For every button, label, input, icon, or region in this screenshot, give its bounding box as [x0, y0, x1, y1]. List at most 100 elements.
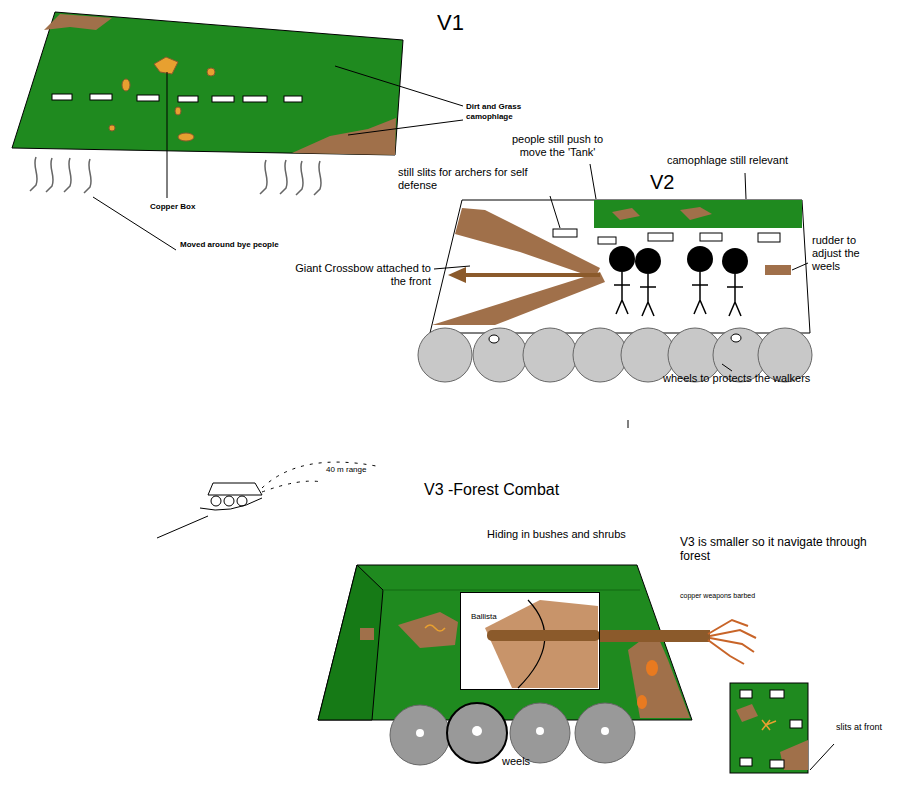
v3-wheels: [536, 727, 544, 735]
copper-box: [122, 79, 130, 91]
walker-figure: [609, 246, 635, 272]
ballista: [487, 630, 600, 641]
v1-legs: [280, 160, 287, 194]
note-label: still slits for archers for self defense: [398, 166, 548, 192]
note-label: camophlage still relevant: [667, 154, 788, 167]
note-label: V2: [650, 170, 674, 194]
walker-figure: [722, 248, 748, 274]
v3-body: [646, 660, 658, 676]
v3-body: [398, 612, 458, 648]
range-sketch: [157, 462, 376, 538]
range-sketch: [262, 481, 322, 492]
v3-body: [318, 565, 692, 720]
leader-line: [434, 266, 470, 269]
front-view: [730, 683, 808, 773]
leader-line: [792, 263, 808, 270]
giant-crossbow: [464, 273, 600, 277]
front-view: [790, 720, 802, 728]
leader-line: [745, 173, 746, 199]
v1-slits: [137, 95, 159, 101]
v2-wheels: [731, 334, 741, 342]
note-label: V3 -Forest Combat: [424, 480, 559, 499]
front-view: [770, 690, 784, 698]
leader-line: [722, 364, 732, 371]
leader-line: [434, 164, 808, 428]
copper-box: [207, 68, 215, 76]
walker-figure: [635, 248, 661, 274]
v2-wheels: [573, 328, 627, 382]
front-view: [740, 758, 752, 766]
note-label: Moved around bye people: [180, 240, 279, 250]
v2-slits: [648, 233, 673, 241]
v1-legs: [30, 157, 321, 195]
v3-body: [425, 625, 445, 631]
leader-line: [810, 744, 834, 770]
note-label: Giant Crossbow attached to the front: [283, 262, 431, 288]
v3-body: [318, 565, 692, 720]
copper-box: [175, 107, 181, 115]
ballista-box: Ballista: [460, 592, 600, 690]
barbed-spear: [600, 620, 756, 664]
giant-crossbow: [448, 267, 466, 283]
v3-wheels: [447, 703, 507, 763]
note-label: Hiding in bushes and shrubs: [487, 528, 626, 541]
v2-slits: [553, 229, 780, 244]
v1-slits: [178, 96, 198, 102]
copper-box: [178, 133, 194, 141]
range-sketch: [262, 462, 376, 488]
v1-slits: [212, 96, 234, 102]
v2-body: [612, 208, 640, 220]
walker-figure: [640, 274, 656, 316]
v2-body: [430, 200, 810, 333]
v3-wheels: [390, 705, 450, 765]
v2-wheels: [489, 335, 499, 343]
v2-wheels: [418, 328, 472, 382]
note-label: Copper Box: [150, 202, 195, 212]
barbed-spear: [710, 630, 756, 638]
note-label: 40 m range: [326, 465, 366, 475]
walker-figure: [727, 274, 743, 316]
v1-legs: [84, 159, 91, 193]
range-sketch: [237, 496, 247, 506]
leader-line: [590, 164, 596, 199]
v1-legs: [30, 157, 37, 191]
v1-slits: [52, 94, 302, 102]
v2-body: [594, 200, 802, 228]
range-sketch: [208, 483, 262, 495]
v1-body: [12, 12, 403, 155]
v1-legs: [46, 158, 53, 192]
leader-line: [335, 66, 463, 106]
ballista: [460, 592, 600, 690]
v3-wheels: [601, 727, 609, 735]
v1-body: [12, 12, 403, 155]
leader-line: [628, 420, 629, 428]
v3-wheels: [472, 726, 482, 736]
note-label: V3 is smaller so it navigate through for…: [680, 535, 880, 564]
v1-slits: [243, 96, 267, 102]
note-label: slits at front: [836, 722, 882, 733]
copper-box: [154, 57, 178, 74]
leader-line: [810, 744, 834, 770]
front-view: [730, 683, 808, 773]
v3-body: [360, 628, 374, 640]
note-label: Dirt and Grass camophlage: [466, 102, 534, 121]
ballista: [518, 600, 545, 688]
v1-body: [292, 118, 396, 155]
v1-legs: [296, 161, 303, 195]
ballista: [485, 600, 598, 688]
range-sketch: [211, 496, 221, 506]
v2-body: [430, 200, 810, 333]
v2-slits: [700, 233, 722, 241]
walker-figure: [609, 246, 748, 316]
front-view: [740, 690, 752, 698]
note-label: copper weapons barbed: [680, 592, 755, 600]
v1-slits: [52, 94, 72, 100]
v3-body: [628, 630, 690, 718]
note-label: wheels to protects the walkers: [663, 372, 810, 385]
ballista: [460, 592, 600, 690]
rudder: [765, 265, 791, 275]
leader-line: [550, 196, 560, 228]
range-sketch: [224, 496, 234, 506]
front-view: [770, 760, 784, 768]
